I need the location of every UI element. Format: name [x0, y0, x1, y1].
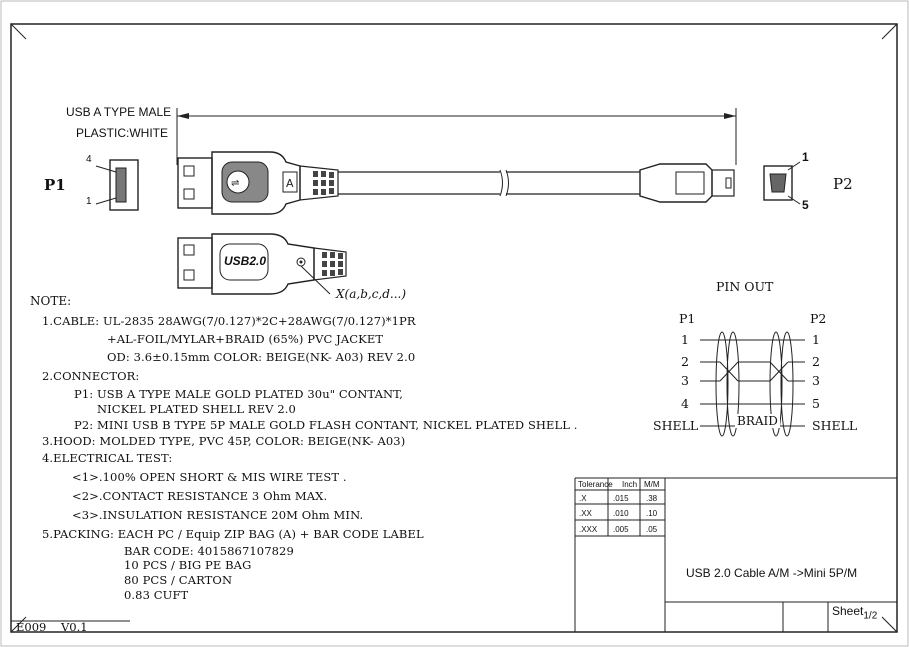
- pinout-p2-pin: 5: [812, 396, 820, 411]
- p2-label: P2: [833, 175, 853, 193]
- tolerance-header: Inch: [622, 480, 638, 489]
- tolerance-cell: .05: [646, 525, 658, 534]
- drawing-code: E009 V0.1: [16, 620, 88, 634]
- sheet-label-text: Sheet: [832, 604, 864, 618]
- p2-pin-bottom: 5: [802, 198, 809, 212]
- p2-end-view: [763, 161, 801, 205]
- pinout-p1-pin: SHELL: [653, 418, 699, 433]
- notes-heading: NOTE:: [30, 294, 72, 308]
- tolerance-cell: .X: [579, 494, 587, 503]
- p2-pin-top: 1: [802, 150, 809, 164]
- pinout-p2-label: P2: [810, 311, 827, 326]
- tolerance-cell: .010: [613, 509, 629, 518]
- svg-text:A: A: [286, 177, 294, 190]
- note-packing-line: BAR CODE: 4015867107829: [124, 544, 294, 558]
- tolerance-cell: .005: [613, 525, 629, 534]
- pinout-p1-pin: 3: [681, 373, 689, 388]
- plug-top-view: [177, 233, 347, 295]
- p1-end-view: [95, 159, 139, 211]
- note-test-heading: 4.ELECTRICAL TEST:: [42, 451, 173, 465]
- note-test-line: <3>.INSULATION RESISTANCE 20M Ohm MIN.: [72, 508, 364, 522]
- pinout-p2-pin: 2: [812, 354, 820, 369]
- tolerance-cell: .XXX: [579, 525, 598, 534]
- title-block-grid: [574, 477, 897, 632]
- p1-type-label: USB A TYPE MALE: [66, 105, 172, 119]
- pinout-p1-pin: 1: [681, 332, 689, 347]
- tolerance-header: M/M: [644, 480, 660, 489]
- p1-pin-bottom: 1: [86, 196, 92, 207]
- sheet-label: Sheet1/2: [832, 604, 877, 621]
- cable-assembly: ⇌ A: [177, 151, 735, 215]
- pinout-p1-label: P1: [679, 311, 696, 326]
- pinout-p2-pin: SHELL: [812, 418, 858, 433]
- tolerance-cell: .015: [613, 494, 629, 503]
- note-packing-line: 80 PCS / CARTON: [124, 573, 233, 587]
- pinout-p2-pin: 1: [812, 332, 820, 347]
- note-cable-line: 1.CABLE: UL-2835 28AWG(7/0.127)*2C+28AWG…: [42, 314, 416, 328]
- note-hood-line: 3.HOOD: MOLDED TYPE, PVC 45P, COLOR: BEI…: [42, 434, 406, 448]
- note-packing-line: 10 PCS / BIG PE BAG: [124, 558, 252, 572]
- pinout-title: PIN OUT: [716, 279, 774, 294]
- tolerance-cell: .38: [646, 494, 658, 503]
- pinout-wiring: [700, 331, 805, 437]
- usb20-logo: USB2.0: [224, 254, 267, 268]
- tolerance-cell: .10: [646, 509, 658, 518]
- note-connector-line: P1: USB A TYPE MALE GOLD PLATED 30u" CON…: [74, 387, 403, 401]
- p1-pin-top: 4: [86, 154, 92, 165]
- note-connector-heading: 2.CONNECTOR:: [42, 369, 140, 383]
- note-connector-line: P2: MINI USB B TYPE 5P MALE GOLD FLASH C…: [74, 418, 578, 432]
- note-test-line: <1>.100% OPEN SHORT & MIS WIRE TEST .: [72, 470, 347, 484]
- pinout-braid-label: BRAID: [735, 414, 780, 428]
- pinout-p2-pin: 3: [812, 373, 820, 388]
- note-packing-line: 0.83 CUFT: [124, 588, 189, 602]
- pinout-p1-pin: 4: [681, 396, 689, 411]
- pinout-p1-pin: 2: [681, 354, 689, 369]
- p1-plastic-label: PLASTIC:WHITE: [76, 126, 169, 140]
- tolerance-header: Tolerance: [578, 480, 613, 489]
- p1-label: P1: [44, 176, 66, 194]
- note-cable-line: +AL-FOIL/MYLAR+BRAID (65%) PVC JACKET: [107, 332, 384, 346]
- note-connector-line: NICKEL PLATED SHELL REV 2.0: [97, 402, 296, 416]
- note-test-line: <2>.CONTACT RESISTANCE 3 Ohm MAX.: [72, 489, 328, 503]
- note-cable-line: OD: 3.6±0.15mm COLOR: BEIGE(NK- A03) REV…: [107, 350, 416, 364]
- svg-text:⇌: ⇌: [231, 178, 239, 189]
- note-packing-line: 5.PACKING: EACH PC / Equip ZIP BAG (A) +…: [42, 527, 424, 541]
- tolerance-cell: .XX: [579, 509, 592, 518]
- drawing-title: USB 2.0 Cable A/M ->Mini 5P/M: [686, 566, 858, 580]
- sheet-number: 1/2: [863, 610, 878, 622]
- variant-callout: X(a,b,c,d...): [336, 287, 407, 301]
